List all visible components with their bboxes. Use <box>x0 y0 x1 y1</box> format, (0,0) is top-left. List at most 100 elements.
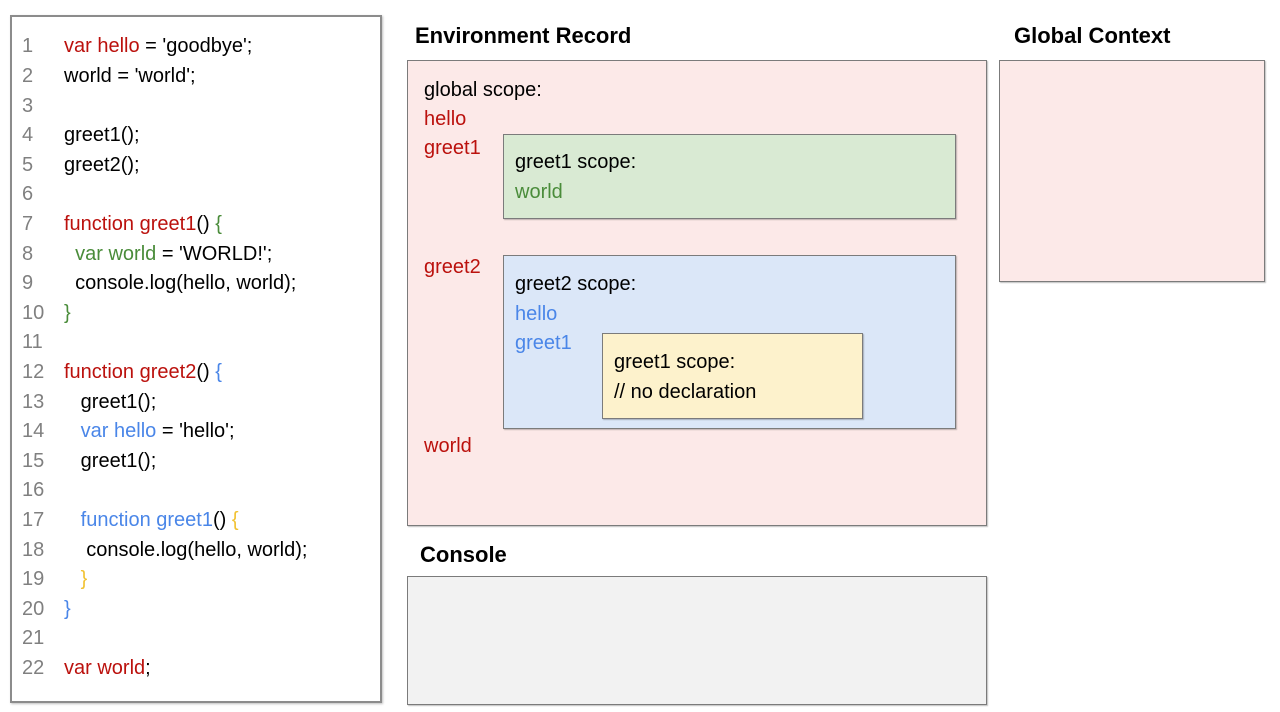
code-token: { <box>215 361 222 383</box>
line-number: 11 <box>22 331 43 354</box>
code-token: var world <box>75 242 157 265</box>
global-var-hello: hello <box>424 108 467 130</box>
code-text: function greet2() { <box>64 361 222 384</box>
code-line: 11 <box>22 328 380 358</box>
line-number: 21 <box>22 627 45 650</box>
code-token <box>64 420 81 442</box>
code-token: var hello <box>80 420 157 443</box>
nested-greet1-scope-label: greet1 scope: <box>614 351 736 373</box>
line-number: 7 <box>22 212 34 235</box>
line-number: 20 <box>22 597 45 620</box>
global-context-title: Global Context <box>1014 23 1171 48</box>
code-token: greet1(); <box>64 390 157 413</box>
code-token: () <box>196 212 216 235</box>
line-number: 12 <box>22 361 45 383</box>
code-token: var hello <box>64 35 140 58</box>
code-token: } <box>64 301 71 324</box>
code-line: 21 <box>22 624 380 654</box>
code-text: } <box>64 568 88 591</box>
code-text: console.log(hello, world); <box>64 272 296 295</box>
global-context-box <box>999 60 1265 282</box>
code-token: var world <box>64 657 146 680</box>
greet1-var-world: world <box>515 180 563 203</box>
code-token: { <box>215 212 222 235</box>
code-line: 20} <box>22 595 380 625</box>
code-token: function greet2 <box>64 361 197 383</box>
code-text: var hello = 'goodbye'; <box>64 35 252 58</box>
line-number: 2 <box>22 64 34 87</box>
code-line: 7 function greet1() { <box>22 210 380 240</box>
line-number: 4 <box>22 124 34 147</box>
code-token: function greet1 <box>80 509 213 532</box>
code-text: } <box>64 598 71 621</box>
code-text: greet1(); <box>64 124 140 147</box>
global-var-greet2: greet2 <box>424 256 481 278</box>
code-token: console.log(hello, world); <box>64 272 297 295</box>
code-token: greet1(); <box>64 124 140 147</box>
line-number: 10 <box>22 301 45 324</box>
greet2-var-greet1: greet1 <box>515 332 572 354</box>
code-text: console.log(hello, world); <box>64 539 307 562</box>
code-line: 14 var hello = 'hello'; <box>22 417 380 447</box>
code-token <box>64 509 81 531</box>
line-number: 15 <box>22 449 45 472</box>
nested-greet1-scope-box: greet1 scope: // no declaration <box>602 333 863 419</box>
code-token: } <box>80 568 88 591</box>
line-number: 17 <box>22 509 45 532</box>
code-token <box>64 243 75 265</box>
code-line: 16 <box>22 476 380 506</box>
line-number: 18 <box>22 538 45 561</box>
environment-record-title: Environment Record <box>415 23 632 48</box>
code-token: world = 'world'; <box>64 64 196 87</box>
code-line: 3 <box>22 91 380 121</box>
code-line: 18 console.log(hello, world); <box>22 535 380 565</box>
code-line: 13 greet1(); <box>22 387 380 417</box>
code-token: () <box>196 361 216 383</box>
code-token: = 'goodbye'; <box>139 35 253 58</box>
code-token: () <box>213 509 232 532</box>
code-line: 4 greet1(); <box>22 121 380 151</box>
code-text: greet1(); <box>64 390 157 414</box>
greet2-scope-label: greet2 scope: <box>515 273 637 295</box>
code-line: 12 function greet2() { <box>22 358 380 388</box>
environment-record-box: global scope: hello greet1 greet2 world … <box>407 60 987 526</box>
code-token: = 'WORLD!'; <box>156 242 273 265</box>
line-number: 3 <box>22 94 34 117</box>
code-token: } <box>64 597 71 620</box>
code-token: ; <box>145 657 151 680</box>
console-output-box <box>407 576 987 705</box>
code-text: } <box>64 302 71 325</box>
code-text: greet2(); <box>64 154 140 177</box>
code-line: 2 world = 'world'; <box>22 62 380 92</box>
line-number: 8 <box>22 242 34 265</box>
global-scope-label: global scope: <box>424 79 542 101</box>
code-token: { <box>231 509 239 532</box>
code-text: world = 'world'; <box>64 65 196 88</box>
code-text: function greet1() { <box>64 509 239 532</box>
line-number: 6 <box>22 183 34 206</box>
code-line: 19 } <box>22 565 380 595</box>
global-var-world: world <box>424 435 472 457</box>
line-number: 9 <box>22 272 34 295</box>
greet2-var-hello: hello <box>515 302 558 325</box>
global-var-greet1: greet1 <box>424 137 481 159</box>
code-text: function greet1() { <box>64 213 222 236</box>
code-token: console.log(hello, world); <box>64 538 308 561</box>
line-number: 13 <box>22 390 45 413</box>
code-token: = 'hello'; <box>156 420 235 443</box>
code-token: function greet1 <box>64 212 197 235</box>
nested-greet1-comment: // no declaration <box>614 380 757 403</box>
code-text: var world; <box>64 657 151 680</box>
console-title: Console <box>420 542 507 567</box>
code-line: 9 console.log(hello, world); <box>22 269 380 299</box>
line-number: 19 <box>22 568 45 591</box>
code-text: var world = 'WORLD!'; <box>64 243 272 266</box>
code-line: 17 function greet1() { <box>22 506 380 536</box>
greet1-scope-box: greet1 scope: world <box>503 134 956 219</box>
code-line: 15 greet1(); <box>22 447 380 477</box>
code-line: 10} <box>22 298 380 328</box>
